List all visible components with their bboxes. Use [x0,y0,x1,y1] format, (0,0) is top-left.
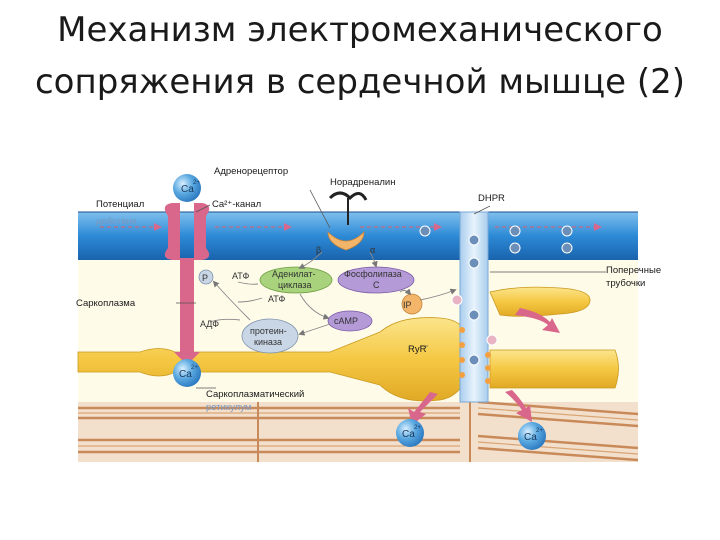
svg-text:Ca: Ca [181,184,194,195]
label-transverse-2: трубочки [606,278,645,289]
slide-title: Механизм электромеханического сопряжения… [0,0,720,108]
label-adf: АДФ [200,319,219,329]
label-sr-1: Саркоплазматический [206,389,304,400]
label-noradrenaline: Норадреналин [330,177,395,188]
membrane-charges [419,225,573,254]
label-adrenoreceptor: Адренорецептор [214,166,288,177]
svg-text:2+: 2+ [191,365,198,371]
label-atf-2: АТФ [268,294,285,304]
label-sarcoplasm: Саркоплазма [76,298,136,309]
label-sr-2: ретикулум [206,402,251,413]
label-dhpr: DHPR [478,193,505,204]
signaling-arrows [209,251,457,336]
svg-text:Ca: Ca [179,369,192,380]
label-p: P [202,273,208,283]
svg-text:2+: 2+ [414,425,421,431]
noradrenaline-icon [328,191,368,225]
phosphate-node [198,269,214,285]
camp-node [327,310,373,332]
label-potential-1: Потенциал [96,199,144,210]
label-phospholipase-2: C [373,280,380,290]
label-ip3: IP [403,300,412,310]
label-atf-1: АТФ [232,271,249,281]
label-protein-kinase-1: протеин- [250,326,287,336]
cell-membrane [78,212,638,260]
ca-ion-top: Ca 2+ [173,174,201,202]
label-beta1: β [316,245,321,255]
myofibrils [78,400,639,462]
sarcoplasmic-reticulum [77,286,619,402]
label-ryr: RyR [408,344,427,355]
ca-release-arrows [408,308,560,425]
label-transverse-1: Поперечные [606,265,661,276]
ca-channel [164,203,210,365]
ca-ion-myofibril-1: Ca 2+ [396,419,424,447]
ca-ion-sarcoplasm: Ca 2+ [173,359,201,387]
ip3-node [401,293,423,315]
svg-text:Ca: Ca [402,429,415,440]
svg-text:2+: 2+ [536,428,543,434]
label-adenylate-2: циклаза [278,280,312,290]
label-phospholipase-1: Фосфолипаза [344,269,402,279]
leader-lines [176,204,606,389]
svg-text:Ca: Ca [524,432,537,443]
label-camp: cAMP [334,316,358,326]
svg-text:2+: 2+ [193,180,200,186]
title-line-1: Механизм электромеханического [57,10,663,50]
label-alpha1: α [370,245,375,255]
protein-kinase [241,318,299,354]
label-adenylate-1: Аденилат- [272,269,315,279]
adrenoreceptor [309,189,365,251]
t-tubule [451,211,498,403]
label-ca-channel: Ca²⁺-канал [212,199,261,210]
title-line-2: сопряжения в сердечной мышце (2) [34,62,686,102]
adenylate-cyclase [259,266,333,294]
label-potential-2: действия [96,216,137,227]
ca-ion-myofibril-2: Ca 2+ [518,422,546,450]
label-protein-kinase-2: киназа [254,337,282,347]
